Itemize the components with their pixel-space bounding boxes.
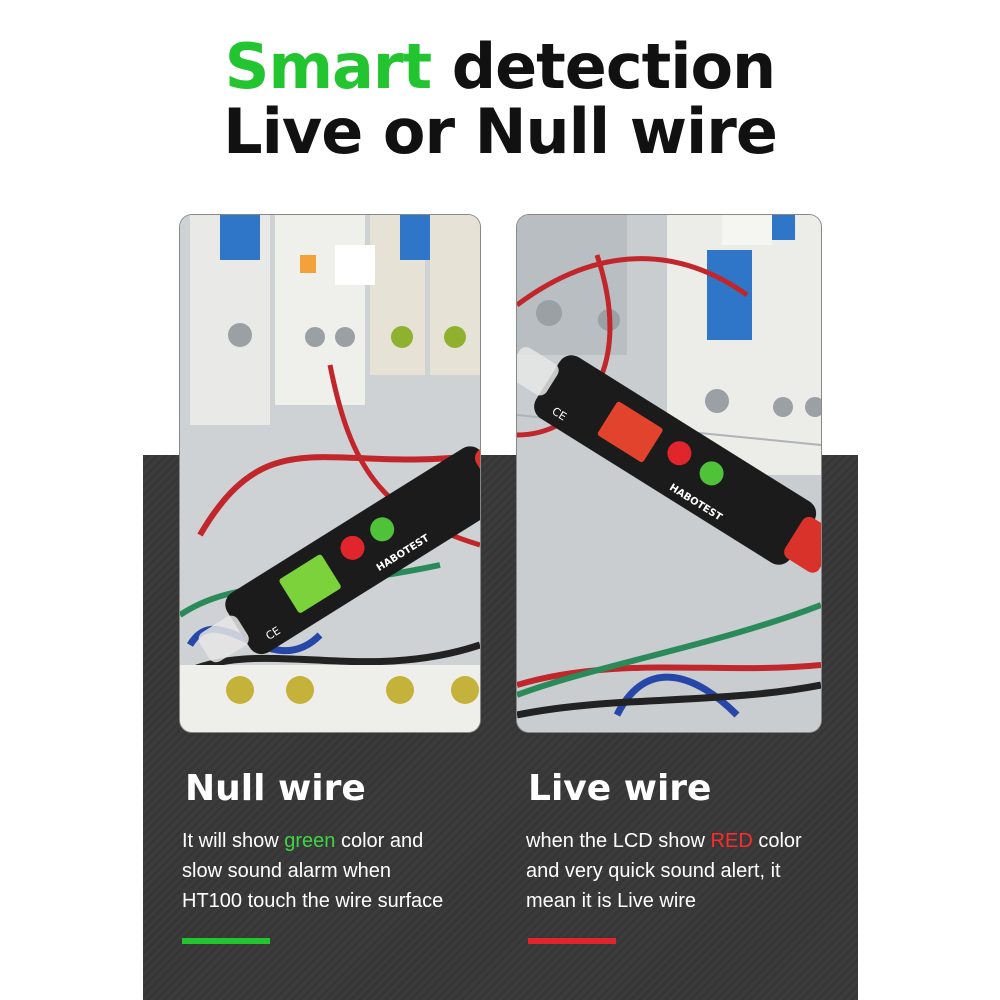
null-wire-line-2: slow sound alarm when (182, 860, 391, 882)
null-wire-line-1: It will show green color and (182, 826, 443, 856)
live-wire-highlight: RED (710, 830, 753, 852)
null-wire-description: It will show green color and slow sound … (182, 826, 443, 916)
live-wire-text-before: when the LCD show (526, 830, 711, 852)
null-wire-text-after: color and (335, 830, 424, 852)
headline-line-1: Smart detection (0, 30, 1000, 103)
headline-rest: detection (431, 30, 777, 103)
live-wire-line-1: when the LCD show RED color (526, 826, 802, 856)
null-wire-title: Null wire (185, 768, 366, 809)
live-wire-accent-bar (528, 938, 616, 944)
live-wire-photo: CE HABOTEST (517, 215, 821, 732)
null-wire-text-before: It will show (182, 830, 285, 852)
null-wire-line-3: HT100 touch the wire surface (182, 890, 444, 912)
null-wire-highlight: green (284, 830, 336, 852)
headline-highlight: Smart (224, 30, 432, 103)
headline-line-2: Live or Null wire (223, 95, 778, 168)
live-wire-description: when the LCD show RED color and very qui… (526, 826, 802, 916)
live-wire-title: Live wire (528, 768, 712, 809)
null-wire-photo: CE HABOTEST (180, 215, 480, 732)
live-wire-line-2: and very quick sound alert, it (526, 860, 781, 882)
live-wire-line-3: mean it is Live wire (526, 890, 697, 912)
null-wire-accent-bar (182, 938, 270, 944)
live-wire-text-after: color (752, 830, 802, 852)
